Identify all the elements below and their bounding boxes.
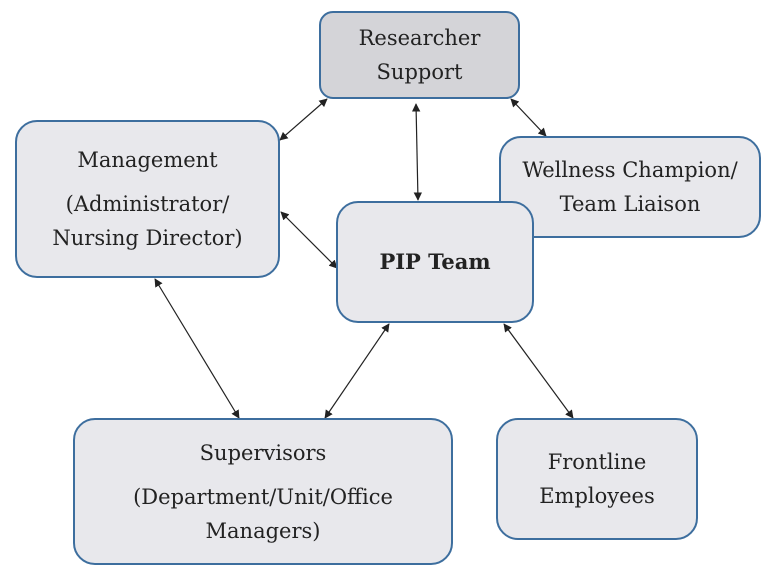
node-frontline-employees: Frontline Employees	[496, 418, 698, 540]
frontline-line1: Frontline	[547, 450, 647, 474]
supervisors-line2: (Department/Unit/Office	[133, 484, 393, 509]
management-line3: Nursing Director)	[52, 226, 243, 250]
arrow-management-supervisors	[154, 278, 240, 419]
supervisors-line3: Managers)	[205, 518, 321, 543]
node-management: Management (Administrator/ Nursing Direc…	[15, 120, 280, 278]
wellness-line1: Wellness Champion/	[522, 158, 738, 182]
arrow-researcher-wellness	[510, 98, 547, 137]
arrow-management-pip	[280, 211, 338, 269]
node-researcher-support: Researcher Support	[319, 11, 520, 99]
arrow-researcher-management	[279, 98, 328, 141]
researcher-line2: Support	[376, 60, 463, 84]
researcher-line1: Researcher	[358, 26, 481, 50]
arrow-pip-frontline	[503, 323, 574, 419]
management-line1: Management	[77, 148, 218, 172]
management-line2: (Administrator/	[65, 192, 230, 216]
wellness-line2: Team Liaison	[559, 192, 701, 216]
node-wellness-champion: Wellness Champion/ Team Liaison	[499, 136, 761, 238]
node-pip-team: PIP Team	[336, 201, 534, 323]
arrow-researcher-pip	[411, 103, 423, 201]
arrow-pip-supervisors	[324, 323, 390, 419]
node-supervisors: Supervisors (Department/Unit/Office Mana…	[73, 418, 453, 565]
frontline-line2: Employees	[539, 484, 655, 508]
pip-label: PIP Team	[379, 249, 491, 274]
supervisors-line1: Supervisors	[199, 440, 327, 465]
